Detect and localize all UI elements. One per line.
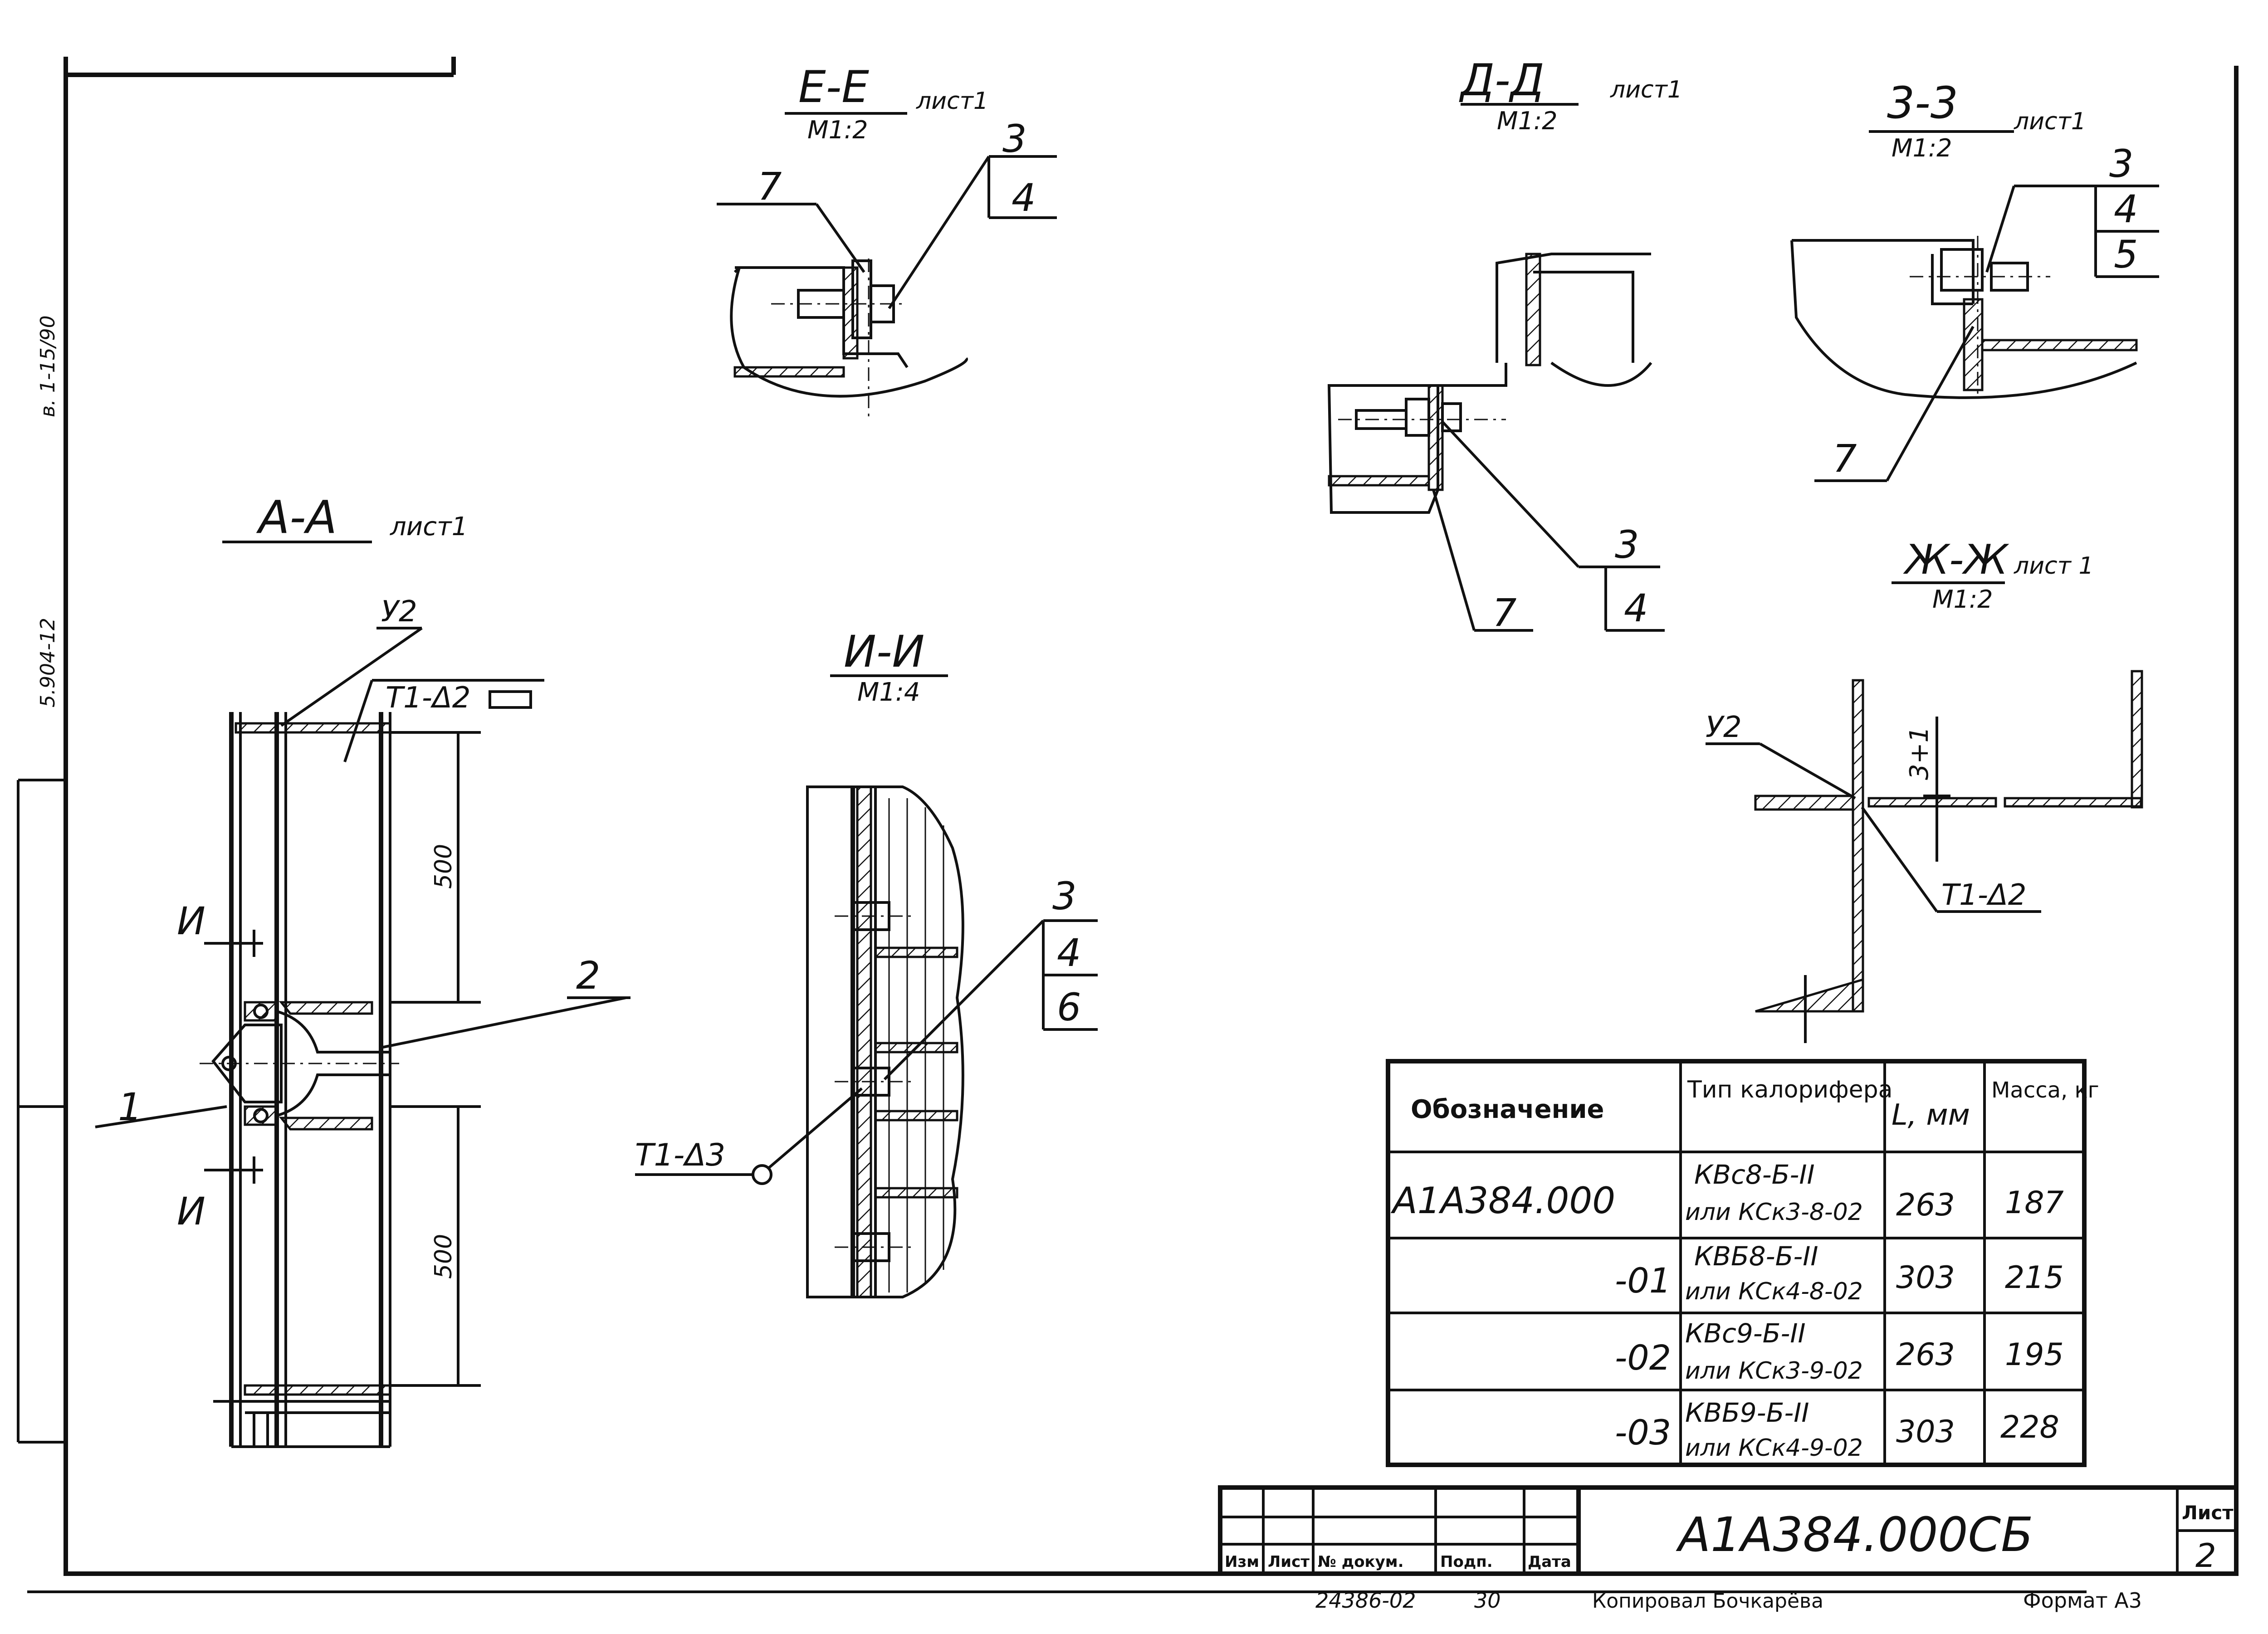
section-zh-zh-sheet: лист 1 xyxy=(2014,552,2094,580)
dim-a-a-bottom: 500 xyxy=(430,1234,457,1279)
callout-a-a-2: 2 xyxy=(576,953,600,998)
callout-zh-zh-t1: Т1-Δ2 xyxy=(1941,878,2026,912)
footer-number: 30 xyxy=(1474,1588,1501,1613)
section-mark-i-bottom: И xyxy=(177,1189,205,1234)
callout-a-a-t1: Т1-Δ2 xyxy=(386,681,470,715)
spec-header-designation: Обозначение xyxy=(1411,1095,1604,1124)
sheet-number: 2 xyxy=(2195,1536,2216,1575)
section-a-a-sheet: лист1 xyxy=(390,512,468,541)
spec-row-3-type2: или КСк4-9-02 xyxy=(1685,1434,1863,1462)
callout-i-i-t1: Т1-Δ3 xyxy=(635,1137,725,1173)
dim-a-a-top: 500 xyxy=(430,844,457,889)
callout-i-i-6: 6 xyxy=(1057,985,1081,1029)
spec-row-1-mass: 215 xyxy=(2005,1260,2064,1296)
spec-row-3-type1: КВБ9-Б-II xyxy=(1685,1397,1809,1428)
callout-z-z-4: 4 xyxy=(2114,187,2138,231)
section-i-i: И-И М1:4 3 4 6 Т1-Δ3 xyxy=(635,626,1098,1298)
section-d-d-title: Д-Д xyxy=(1459,55,1545,106)
title-block: Изм Лист № докум. Подп. Дата А1А384.000С… xyxy=(1218,1485,2239,1576)
section-d-d-sheet: лист1 xyxy=(1610,76,1682,103)
callout-a-a-1: 1 xyxy=(118,1085,142,1129)
callout-i-i-4: 4 xyxy=(1057,931,1081,975)
callout-a-a-u2: У2 xyxy=(381,595,417,629)
title-col-date: Дата xyxy=(1528,1553,1571,1571)
spec-row-1-type1: КВБ8-Б-II xyxy=(1694,1241,1818,1272)
dim-zh-zh: 3+1 xyxy=(1905,727,1934,780)
spec-row-3-length: 303 xyxy=(1896,1414,1955,1450)
section-a-a: А-А лист1 500 50 xyxy=(95,491,631,1448)
spec-row-0-type1: КВс8-Б-II xyxy=(1694,1159,1815,1190)
section-z-z-scale: М1:2 xyxy=(1892,134,1952,162)
callout-i-i-3: 3 xyxy=(1052,874,1076,918)
section-zh-zh-scale: М1:2 xyxy=(1932,585,1993,614)
callout-e-e-4: 4 xyxy=(1012,176,1036,220)
section-i-i-scale: М1:4 xyxy=(857,678,920,707)
margin-series-code: 5.904-12 xyxy=(36,618,59,707)
footer-inventory: 24386-02 xyxy=(1315,1588,1416,1613)
section-e-e-sheet: лист1 xyxy=(916,88,988,115)
title-col-sign: Подп. xyxy=(1440,1553,1493,1571)
spec-header-length: L, мм xyxy=(1892,1098,1970,1132)
section-zh-zh: Ж-Ж лист 1 М1:2 У2 Т1-Δ2 3+1 xyxy=(1706,536,2143,1043)
spec-row-0-designation: А1А384.000 xyxy=(1390,1180,1615,1222)
spec-row-3-designation: -03 xyxy=(1615,1412,1671,1453)
callout-d-d-3: 3 xyxy=(1615,522,1639,567)
callout-z-z-3: 3 xyxy=(2109,141,2133,186)
section-i-i-title: И-И xyxy=(844,626,924,677)
section-mark-i-top: И xyxy=(177,899,205,943)
spec-row-1-type2: или КСк4-8-02 xyxy=(1685,1278,1863,1305)
callout-d-d-4: 4 xyxy=(1624,586,1648,630)
spec-row-0-type2: или КСк3-8-02 xyxy=(1685,1199,1863,1226)
title-col-list: Лист xyxy=(1268,1553,1310,1571)
callout-e-e-7: 7 xyxy=(758,164,782,209)
section-e-e-title: Е-Е xyxy=(798,62,869,112)
spec-header-type: Тип калорифера xyxy=(1687,1076,1893,1103)
document-code: А1А384.000СБ xyxy=(1676,1507,2033,1562)
spec-row-2-type2: или КСк3-9-02 xyxy=(1685,1357,1863,1385)
section-z-z-title: 3-3 xyxy=(1887,78,1958,128)
spec-row-2-type1: КВс9-Б-II xyxy=(1685,1318,1806,1349)
spec-header-mass: Масса, кг xyxy=(1991,1078,2099,1103)
section-e-e: Е-Е лист1 М1:2 7 3 4 xyxy=(717,62,1057,417)
spec-row-2-length: 263 xyxy=(1896,1337,1955,1373)
sheet-label: Лист xyxy=(2182,1502,2234,1524)
section-d-d: Д-Д лист1 М1:2 3 4 7 xyxy=(1327,55,1682,635)
spec-row-3-mass: 228 xyxy=(2000,1410,2059,1445)
title-col-doc: № докум. xyxy=(1318,1553,1404,1571)
spec-row-1-designation: -01 xyxy=(1615,1260,1671,1301)
callout-zh-zh-u2: У2 xyxy=(1706,711,1742,744)
callout-z-z-5: 5 xyxy=(2114,232,2138,277)
spec-row-1-length: 303 xyxy=(1896,1260,1955,1296)
callout-d-d-7: 7 xyxy=(1492,590,1516,635)
footer: 24386-02 30 Копировал Бочкарёва Формат А… xyxy=(1315,1588,2142,1613)
footer-format: Формат А3 xyxy=(2023,1588,2142,1613)
footer-copied-by: Копировал Бочкарёва xyxy=(1592,1590,1823,1613)
section-z-z: 3-3 лист1 М1:2 3 4 5 7 xyxy=(1790,78,2159,482)
section-zh-zh-title: Ж-Ж xyxy=(1903,536,2009,584)
section-d-d-scale: М1:2 xyxy=(1497,107,1558,135)
spec-table: Обозначение Тип калорифера L, мм Масса, … xyxy=(1386,1059,2099,1467)
section-a-a-title: А-А xyxy=(256,491,337,544)
section-z-z-sheet: лист1 xyxy=(2014,108,2086,135)
title-col-izm: Изм xyxy=(1225,1553,1259,1571)
spec-row-2-designation: -02 xyxy=(1615,1337,1671,1378)
callout-z-z-7: 7 xyxy=(1833,436,1857,481)
spec-row-0-length: 263 xyxy=(1896,1187,1955,1223)
spec-row-2-mass: 195 xyxy=(2005,1337,2064,1373)
section-e-e-scale: М1:2 xyxy=(807,116,868,144)
margin-issue-code: в. 1-15/90 xyxy=(36,315,59,417)
callout-e-e-3: 3 xyxy=(1002,117,1026,161)
spec-row-0-mass: 187 xyxy=(2005,1185,2064,1221)
